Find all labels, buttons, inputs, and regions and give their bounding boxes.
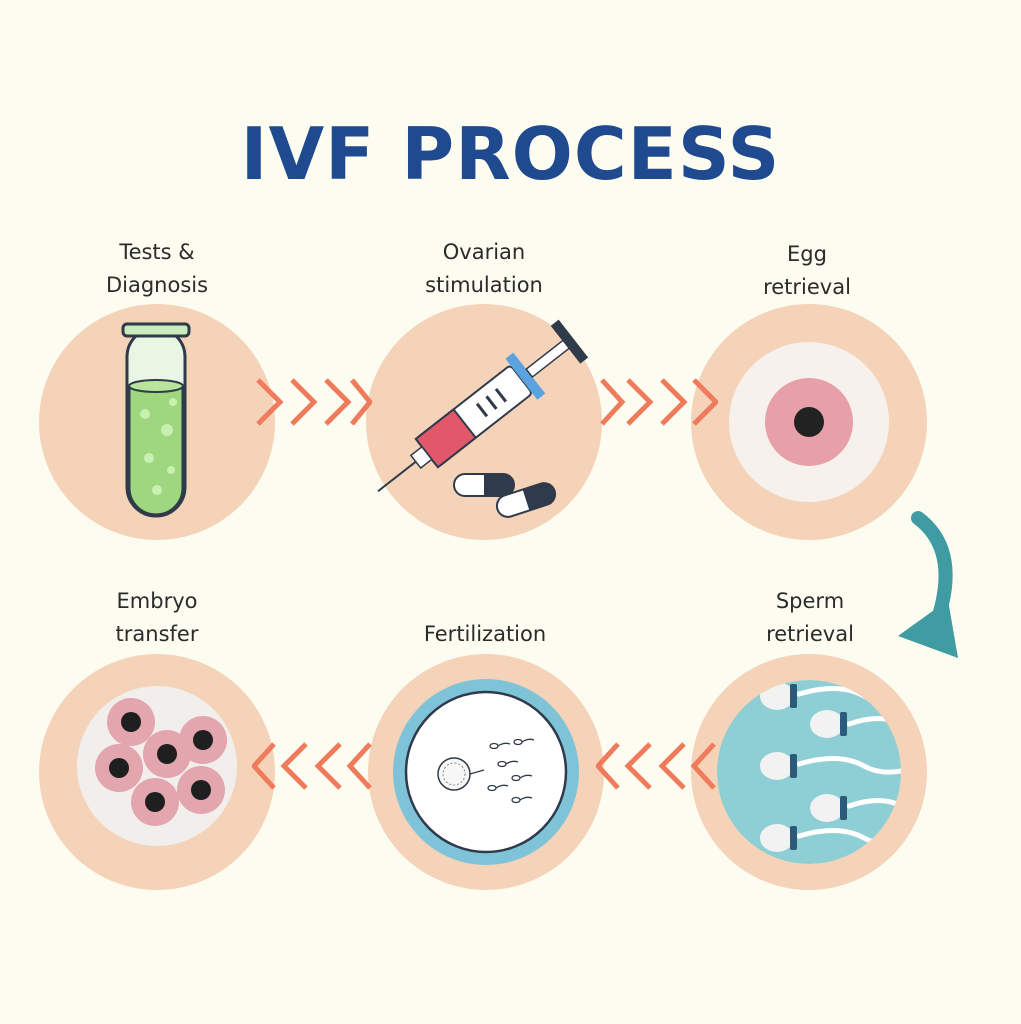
sperm-icon (717, 680, 901, 864)
pill-icon (453, 473, 515, 497)
step-label-fertilization: Fertilization (423, 622, 547, 646)
test-tube-icon (121, 322, 191, 518)
egg-icon (729, 342, 889, 502)
chevron-right-arrows-2 (600, 378, 718, 426)
step-ovarian-stimulation (366, 304, 602, 540)
chevron-left-arrows-1 (596, 742, 716, 790)
syringe-icon (377, 319, 589, 493)
chevron-left-arrows-2 (252, 742, 372, 790)
curved-down-arrow-icon (898, 511, 958, 658)
page-title: IVF PROCESS (240, 112, 781, 196)
egg-cell-icon (437, 757, 471, 791)
petri-dish-icon (393, 679, 579, 865)
step-label-tests-diagnosis: Tests &Diagnosis (105, 240, 209, 297)
step-fertilization (368, 654, 604, 890)
step-sperm-retrieval (691, 654, 927, 890)
step-tests-diagnosis (39, 304, 275, 540)
embryo-icon (77, 686, 237, 846)
pill-icon (495, 482, 557, 518)
step-egg-retrieval (691, 304, 927, 540)
chevron-right-arrows-1 (256, 378, 372, 426)
step-embryo-transfer (39, 654, 275, 890)
